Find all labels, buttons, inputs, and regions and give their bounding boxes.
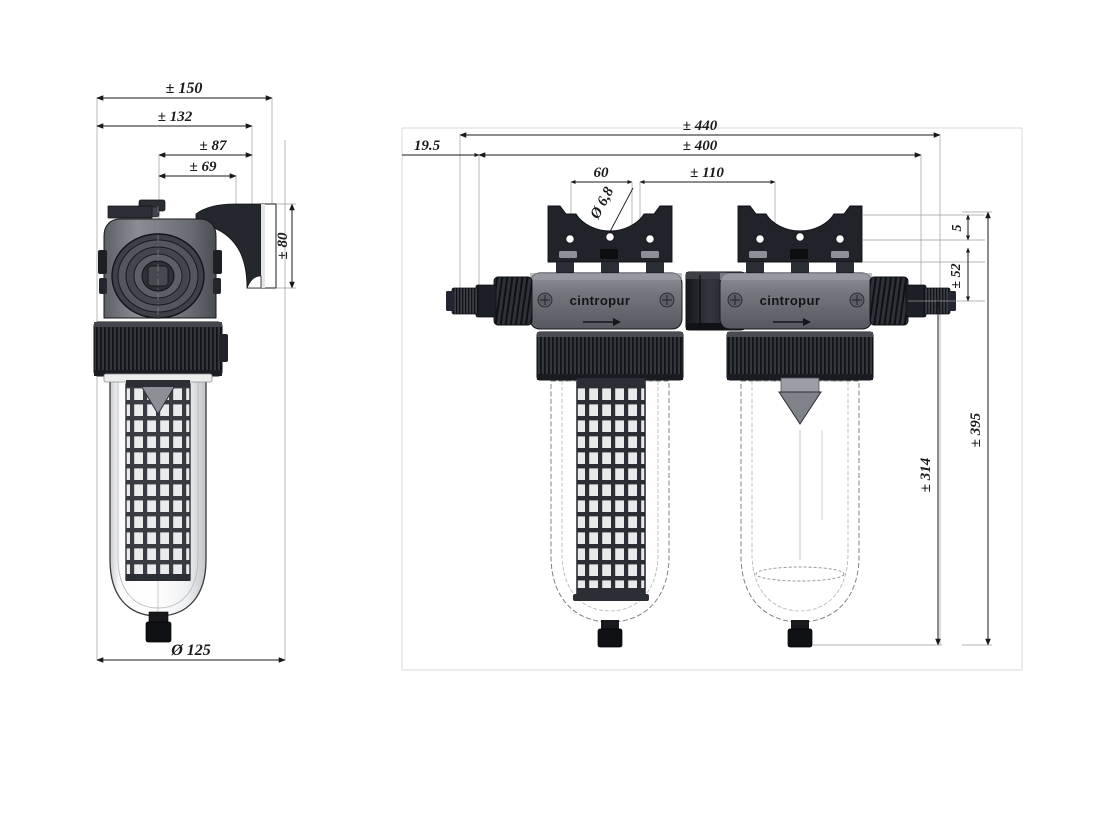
drain-valve-side [145, 611, 172, 643]
dimension-132: ± 132 [96, 109, 253, 216]
drain-valve-2 [787, 620, 813, 648]
right-vertical-dimensions: 5 ± 52 ± 314 ± 395 [812, 211, 992, 646]
dimension-label-395: ± 395 [968, 412, 984, 447]
dimension-label-400: ± 400 [683, 138, 718, 154]
dimension-80: ± 80 [275, 203, 296, 289]
filter-head-side [98, 199, 222, 330]
dimension-label-5: 5 [950, 225, 965, 232]
brand-label-2: cintropur [760, 293, 821, 308]
dimension-label-132: ± 132 [158, 109, 193, 125]
dimension-440: ± 440 [459, 118, 941, 645]
filter-unit-1: cintropur [446, 205, 684, 648]
dimension-5: 5 [950, 214, 970, 241]
inlet-connector-1 [446, 276, 533, 326]
dimension-label-314: ± 314 [918, 457, 934, 492]
dimension-314: ± 314 [812, 300, 942, 646]
sediment-ring-2 [755, 566, 845, 582]
dimension-label-150: ± 150 [166, 80, 203, 97]
dimension-52: ± 52 [949, 247, 970, 302]
filter-cartridge-mesh-side [125, 380, 191, 581]
mounting-bracket-2 [737, 205, 863, 276]
dimension-label-110: ± 110 [690, 165, 724, 181]
dimension-label-440: ± 440 [683, 118, 718, 134]
flow-deflector-cone-2 [778, 377, 822, 425]
drain-valve-1 [597, 620, 623, 648]
filter-head-1: cintropur [529, 272, 683, 330]
dimension-69: ± 69 [158, 159, 237, 205]
dimension-19-5: 19.5 [402, 138, 480, 157]
dimension-label-80: ± 80 [275, 232, 291, 259]
left-view-group: ± 150 ± 132 ± 87 ± 69 [93, 80, 296, 663]
collar-ring-side [93, 321, 228, 377]
dimension-label-60: 60 [594, 165, 610, 181]
dimension-label-19-5: 19.5 [414, 138, 441, 154]
dimension-label-87: ± 87 [200, 138, 227, 154]
collar-ring-2 [726, 331, 874, 381]
filter-head-2: cintropur [719, 272, 873, 330]
dimension-150: ± 150 [96, 80, 273, 214]
flow-arrow-1 [583, 318, 621, 326]
collar-ring-1 [536, 331, 684, 381]
mounting-bracket-1 [547, 205, 673, 276]
dimension-400: ± 400 [478, 138, 922, 300]
dimension-label-52: ± 52 [949, 263, 964, 288]
dimension-125: Ø 125 [96, 642, 286, 663]
dimension-395: ± 395 [962, 211, 992, 646]
right-view-group: ± 440 ± 400 19.5 60 [401, 118, 1023, 671]
dimension-label-125: Ø 125 [170, 642, 211, 659]
dimension-label-6-8: Ø 6,8 [587, 184, 617, 222]
brand-label-1: cintropur [570, 293, 631, 308]
filter-cartridge-mesh-1 [573, 378, 649, 601]
flow-arrow-2 [773, 318, 811, 326]
filter-unit-2: cintropur [719, 205, 956, 648]
right-view-frame [401, 127, 1023, 671]
dimension-label-69: ± 69 [190, 159, 217, 175]
